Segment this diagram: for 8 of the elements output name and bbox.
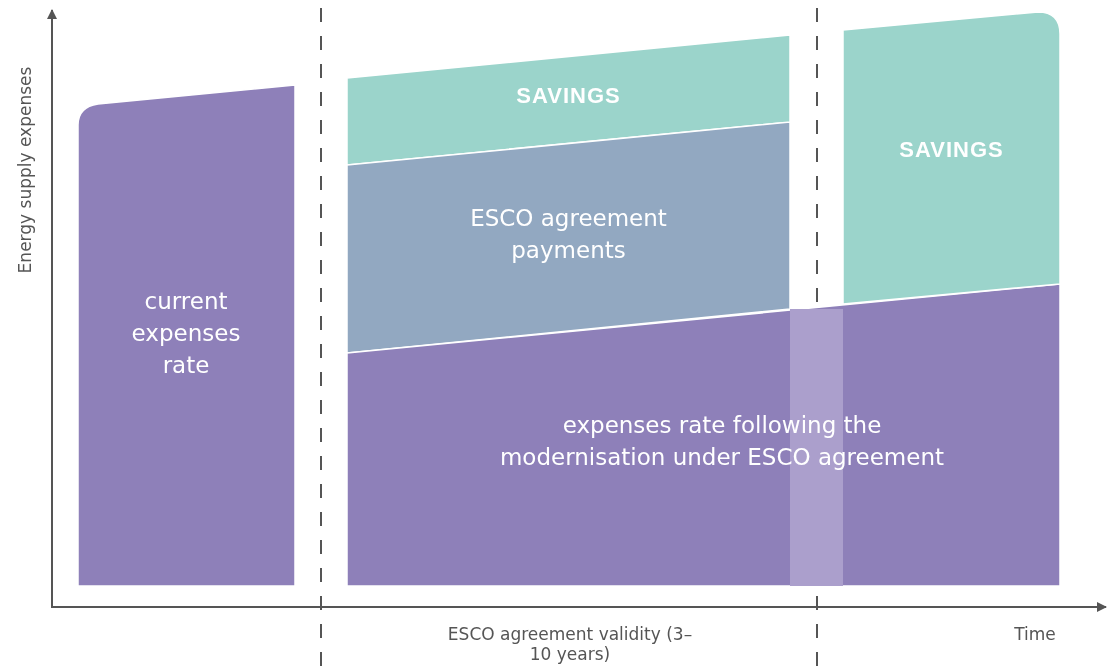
period-label: ESCO agreement validity (3–10 years) bbox=[446, 624, 694, 664]
block-label: current expenses rate bbox=[130, 287, 242, 380]
axis-title: Energy supply expenses bbox=[15, 65, 35, 276]
block-label: SAVINGS bbox=[898, 136, 1005, 164]
axis-title: Time bbox=[1013, 624, 1057, 644]
block-label: ESCO agreement payments bbox=[469, 204, 668, 265]
block-label: expenses rate following the modernisation under ESCO agreement bbox=[498, 411, 946, 472]
block-label: SAVINGS bbox=[515, 82, 622, 110]
